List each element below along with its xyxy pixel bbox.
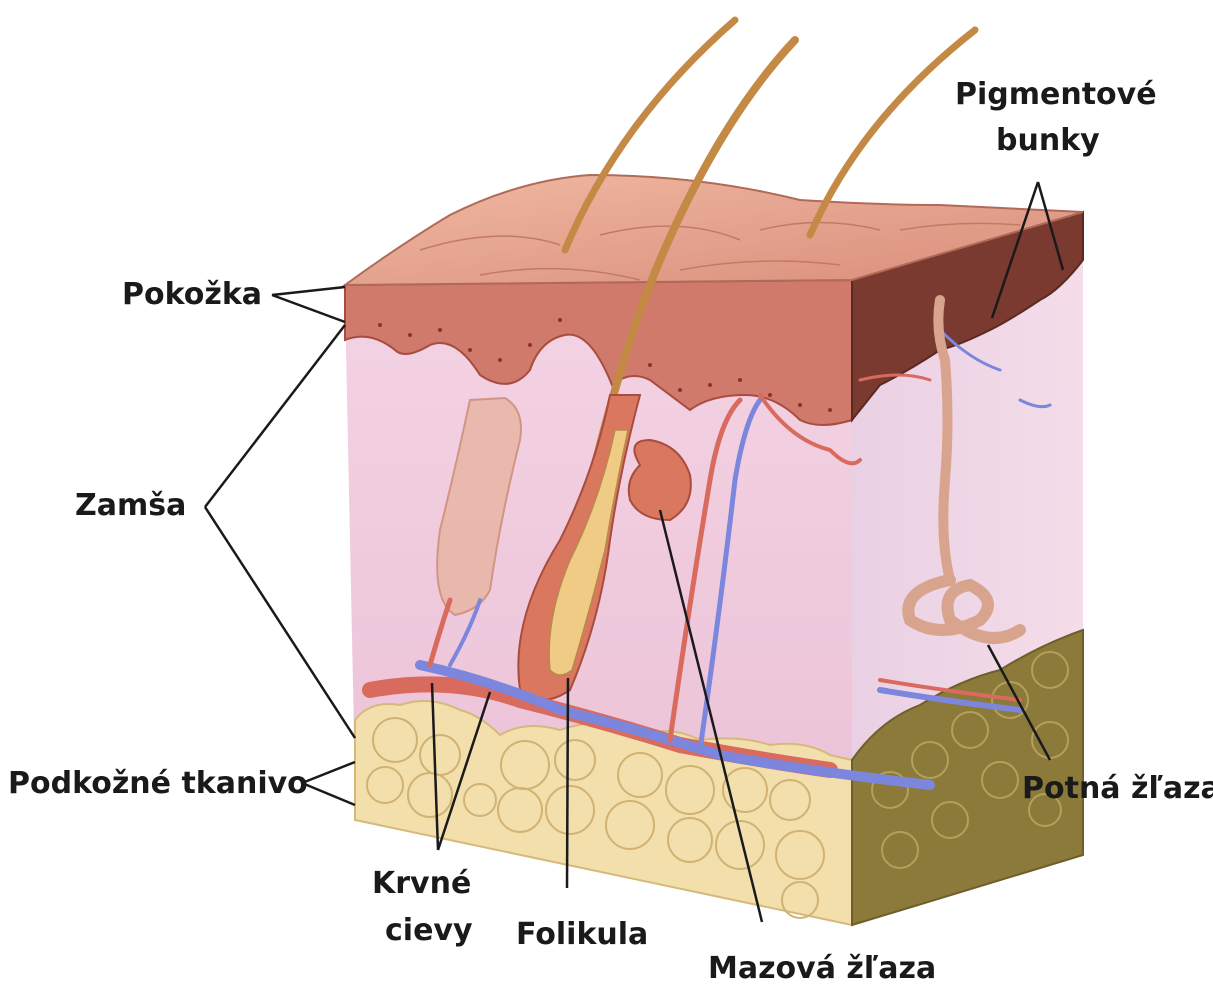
label-folikula: Folikula <box>516 917 648 952</box>
label-mazova-zlaza: Mazová žľaza <box>708 951 936 986</box>
label-pigmentove-bunky-line2: bunky <box>996 123 1100 158</box>
label-krvne-cievy-line1: Krvné <box>372 866 471 901</box>
label-pokozka: Pokožka <box>122 277 262 312</box>
label-podkozne-tkanivo: Podkožné tkanivo <box>8 766 308 801</box>
label-pigmentove-bunky-line1: Pigmentové <box>955 77 1157 112</box>
label-krvne-cievy-line2: cievy <box>385 913 473 948</box>
label-zamsa: Zamša <box>75 488 186 523</box>
label-potna-zlaza: Potná žľaza <box>1022 771 1213 806</box>
